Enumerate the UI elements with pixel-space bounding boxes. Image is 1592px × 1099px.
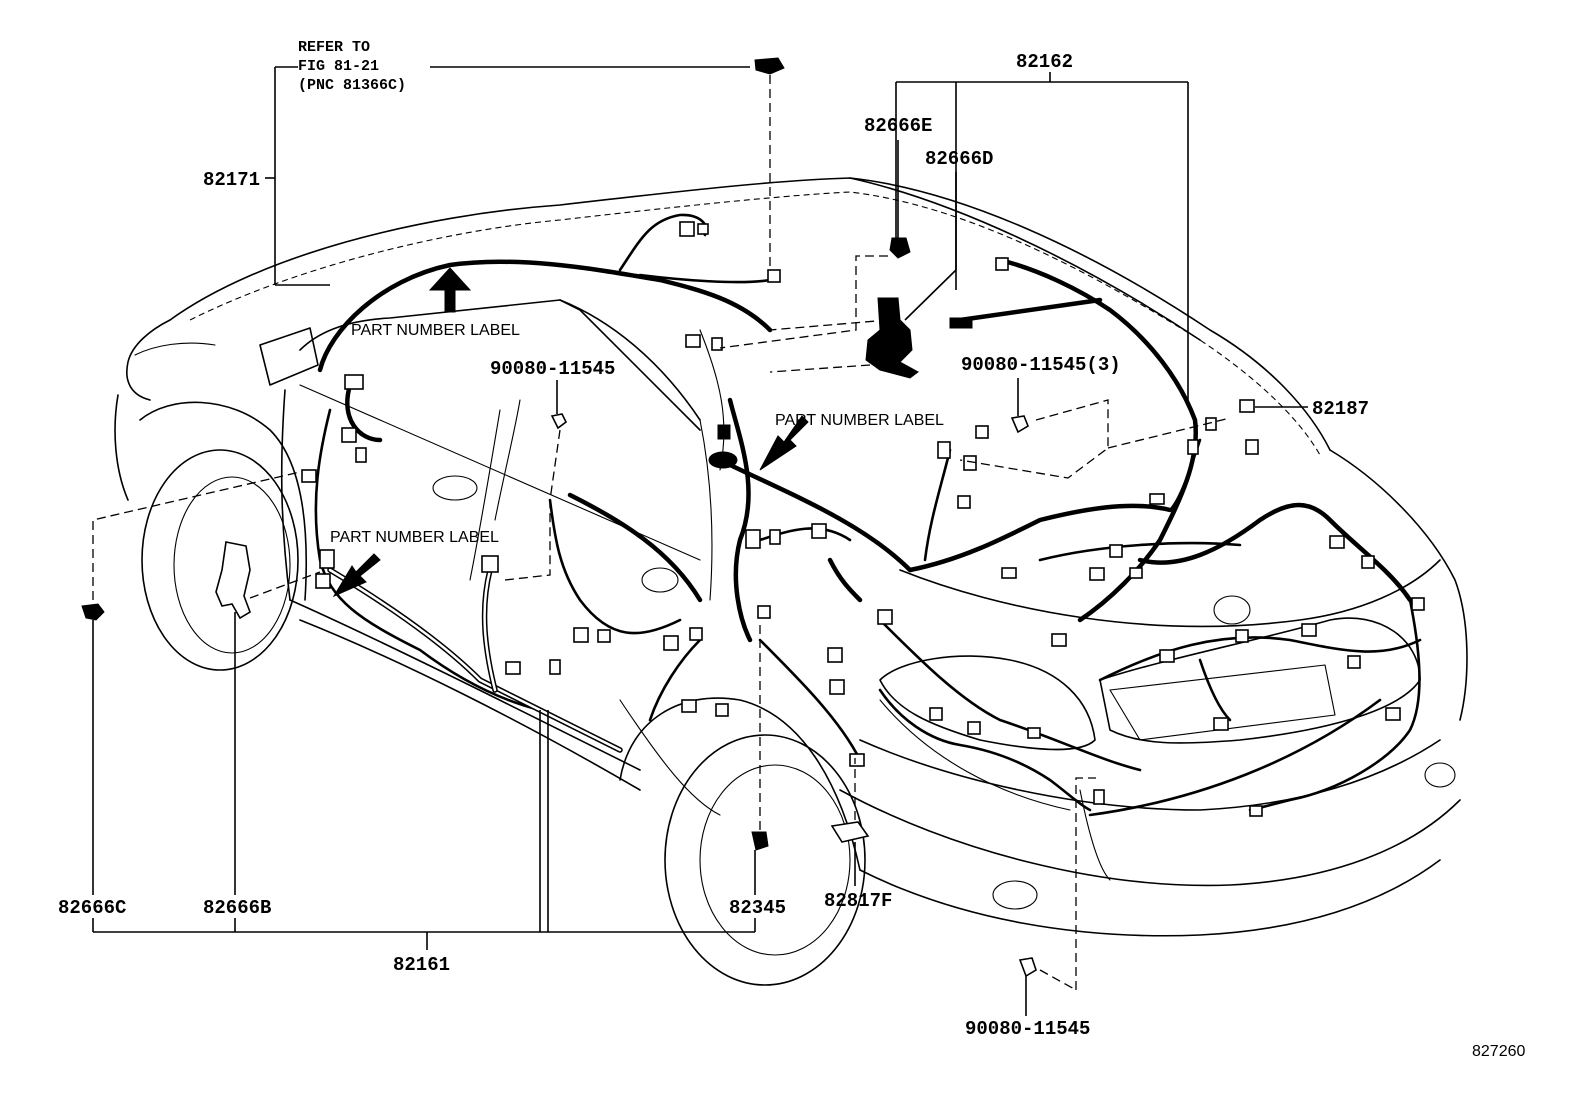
callout-82817f: 82817F [824,890,892,912]
callout-82161: 82161 [393,954,450,976]
callout-90080-three: 90080-11545(3) [961,354,1121,376]
bolt-three-icon [1010,415,1029,434]
callout-82666d: 82666D [925,148,993,170]
callout-90080-upper: 90080-11545 [490,358,615,380]
refer-note-line3: (PNC 81366C) [298,77,406,94]
callout-82345: 82345 [729,897,786,919]
callout-90080-lower: 90080-11545 [965,1018,1090,1040]
text-layer: REFER TO FIG 81-21 (PNC 81366C) 82162 82… [58,39,1525,1060]
dashed-reference-lines [92,75,1231,991]
connectors [81,57,1425,978]
part-number-label-center: PART NUMBER LABEL [775,412,944,429]
callout-82666c: 82666C [58,897,126,919]
bracket-82666d-icon [865,297,919,379]
callout-82666b: 82666B [203,897,271,919]
callout-82162: 82162 [1016,51,1073,73]
label-82817f-icon [830,821,870,843]
refer-note-line2: FIG 81-21 [298,58,379,75]
arrow-down-left-icon-1 [759,415,809,471]
arrow-up-icon [428,267,472,313]
figure-id: 827260 [1472,1043,1525,1060]
leader-lines [92,66,1308,1016]
bolt-lower-icon [1018,957,1037,978]
bolt-upper-icon [550,413,568,430]
clip-82345-icon [751,831,769,851]
label-arrows [332,267,809,598]
clip-82666e-icon [889,237,911,259]
bracket-82666b-icon [215,541,251,620]
clip-82666c-icon [81,603,105,621]
roof-clip-icon [754,57,785,75]
refer-note-line1: REFER TO [298,39,370,56]
callout-82666e: 82666E [864,115,932,137]
callout-82171: 82171 [203,169,260,191]
arrow-down-left-icon-2 [332,553,381,598]
part-number-label-lower: PART NUMBER LABEL [330,529,499,546]
part-number-label-front: PART NUMBER LABEL [351,322,520,339]
callout-82187: 82187 [1312,398,1369,420]
